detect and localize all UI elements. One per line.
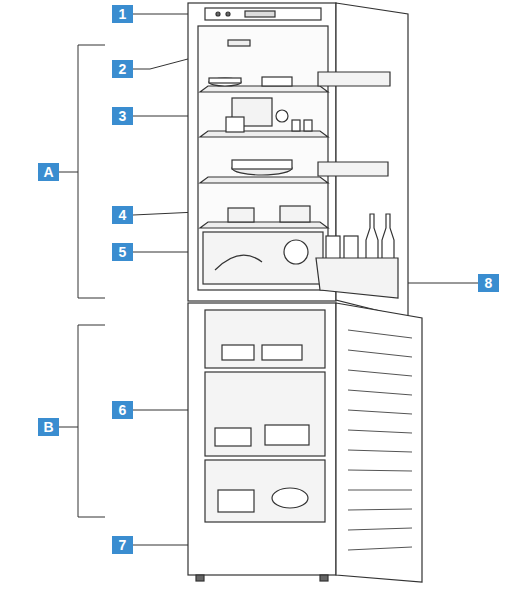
leader-line (133, 69, 150, 70)
callout-number: A (38, 163, 59, 181)
box (228, 208, 254, 222)
door-rib (348, 390, 412, 395)
food-item (209, 78, 241, 86)
freezer-drawer (205, 460, 325, 522)
callout-number: 4 (112, 206, 133, 224)
frozen-food (262, 345, 302, 360)
door-rib (348, 509, 412, 510)
glass-shelf (200, 131, 328, 137)
callout-number: 6 (112, 401, 133, 419)
cup (304, 120, 312, 131)
foot (320, 575, 328, 581)
interior-light (228, 40, 250, 46)
callout-number: 8 (478, 274, 499, 292)
door-rib (348, 490, 412, 491)
foot (196, 575, 204, 581)
cake (232, 160, 292, 169)
freezer-drawer (205, 310, 325, 368)
pizza (272, 488, 308, 508)
door-rib (348, 470, 412, 471)
bracket-stem (59, 172, 78, 173)
door-rib (348, 410, 412, 414)
bottle-shelf (316, 258, 398, 298)
door-shelf (318, 72, 390, 86)
freezer-cabinet (188, 303, 336, 575)
fridge-cabinet (188, 3, 336, 301)
bracket (78, 325, 105, 517)
callout-number: 5 (112, 243, 133, 261)
callout-number: 2 (112, 60, 133, 78)
box (280, 206, 310, 222)
vegetable-drawer (203, 232, 323, 284)
cake (232, 161, 292, 175)
ice-tray (215, 428, 251, 446)
door-rib (348, 330, 412, 338)
glass-shelf (200, 222, 328, 228)
freezer-door-ribs (348, 330, 412, 550)
display (245, 11, 275, 17)
freezer-drawer (205, 372, 325, 456)
cup (292, 120, 300, 131)
leader-line (133, 545, 190, 546)
door-rib (348, 370, 412, 376)
vegetable (215, 255, 262, 270)
callout-number: 1 (112, 5, 133, 23)
food-item (209, 78, 241, 83)
door-rib (348, 450, 412, 452)
food-item (262, 77, 292, 86)
freezer-door (336, 303, 422, 582)
control-button (216, 12, 220, 16)
control-panel (205, 8, 321, 20)
callout-number: 7 (112, 536, 133, 554)
door-shelf (318, 162, 388, 176)
door-rib (348, 528, 412, 530)
frozen-food (265, 425, 309, 445)
bracket-stem (59, 427, 78, 428)
glass-shelf (200, 86, 328, 92)
frozen-food (218, 490, 254, 512)
callout-number: 3 (112, 107, 133, 125)
fridge-body (188, 3, 422, 582)
jar (226, 117, 244, 132)
control-button (226, 12, 230, 16)
bracket (78, 45, 105, 298)
door-rib (348, 547, 412, 550)
vegetable (284, 240, 308, 264)
frozen-food (222, 345, 254, 360)
door-rib (348, 350, 412, 357)
fridge-interior (198, 26, 328, 290)
callout-number: B (38, 418, 59, 436)
glass-shelf (200, 177, 328, 183)
food-item (276, 110, 288, 122)
door-rib (348, 430, 412, 433)
